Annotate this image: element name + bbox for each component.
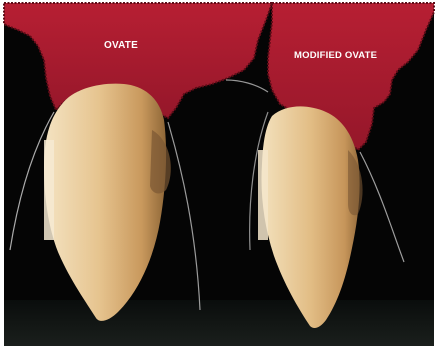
label-modified-ovate: MODIFIED OVATE xyxy=(294,50,377,61)
label-ovate: OVATE xyxy=(104,40,138,51)
pontic-ovate-highlight xyxy=(44,140,54,240)
pontic-modified-ovate-highlight xyxy=(258,150,268,240)
ground xyxy=(4,300,434,346)
